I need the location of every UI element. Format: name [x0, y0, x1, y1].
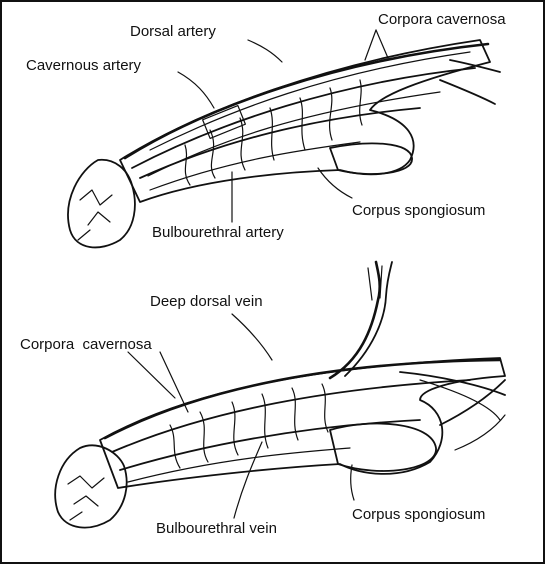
label-corpora-cavernosa-top: Corpora cavernosa — [378, 11, 506, 28]
bottom-spongiosum-bulb — [330, 424, 436, 471]
bottom-illustration — [55, 262, 505, 528]
top-shaft — [120, 40, 490, 202]
dorsal-artery-line — [150, 52, 470, 150]
label-corpus-spongiosum-bottom: Corpus spongiosum — [352, 506, 485, 523]
label-deep-dorsal-vein: Deep dorsal vein — [150, 293, 263, 310]
deep-dorsal-vein-line — [330, 262, 380, 378]
label-dorsal-artery: Dorsal artery — [130, 23, 216, 40]
cavernous-artery-line — [148, 92, 440, 176]
label-bulbourethral-vein: Bulbourethral vein — [156, 520, 277, 537]
label-cavernous-artery: Cavernous artery — [26, 57, 142, 74]
label-bulbourethral-artery: Bulbourethral artery — [152, 224, 284, 241]
label-corpus-spongiosum-top: Corpus spongiosum — [352, 202, 485, 219]
label-corpora-cavernosa-bottom: Corpora cavernosa — [20, 336, 152, 353]
